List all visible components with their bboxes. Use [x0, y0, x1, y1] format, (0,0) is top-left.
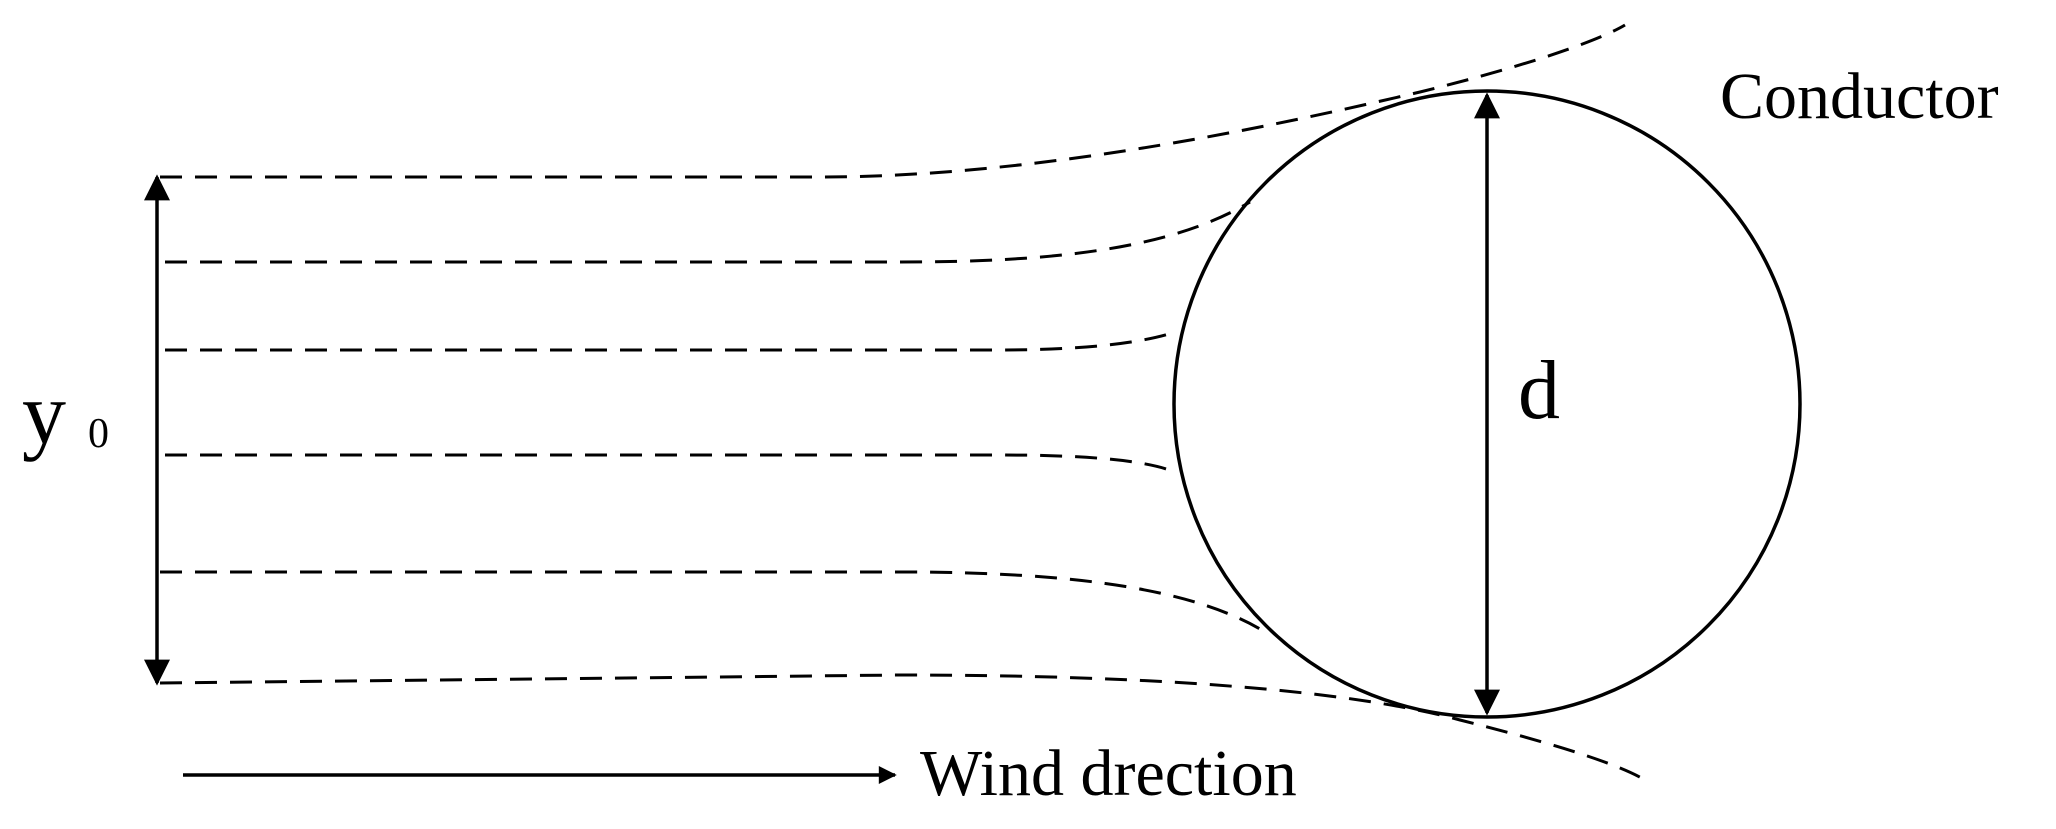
streamline-6 [159, 673, 1646, 782]
streamlines [159, 23, 1646, 782]
y0-label: y 0 [22, 366, 109, 463]
y0-symbol: y [22, 366, 66, 463]
streamline-3 [165, 331, 1173, 352]
wind-direction-label: Wind drection [920, 737, 1297, 810]
conductor-circle [1172, 89, 1802, 719]
streamline-4 [165, 453, 1176, 474]
diameter-label: d [1518, 344, 1560, 437]
conductor-label: Conductor [1720, 60, 1999, 133]
y0-subscript: 0 [88, 411, 109, 457]
streamline-2 [165, 200, 1251, 264]
streamline-5 [160, 570, 1271, 637]
streamline-1 [160, 23, 1626, 179]
